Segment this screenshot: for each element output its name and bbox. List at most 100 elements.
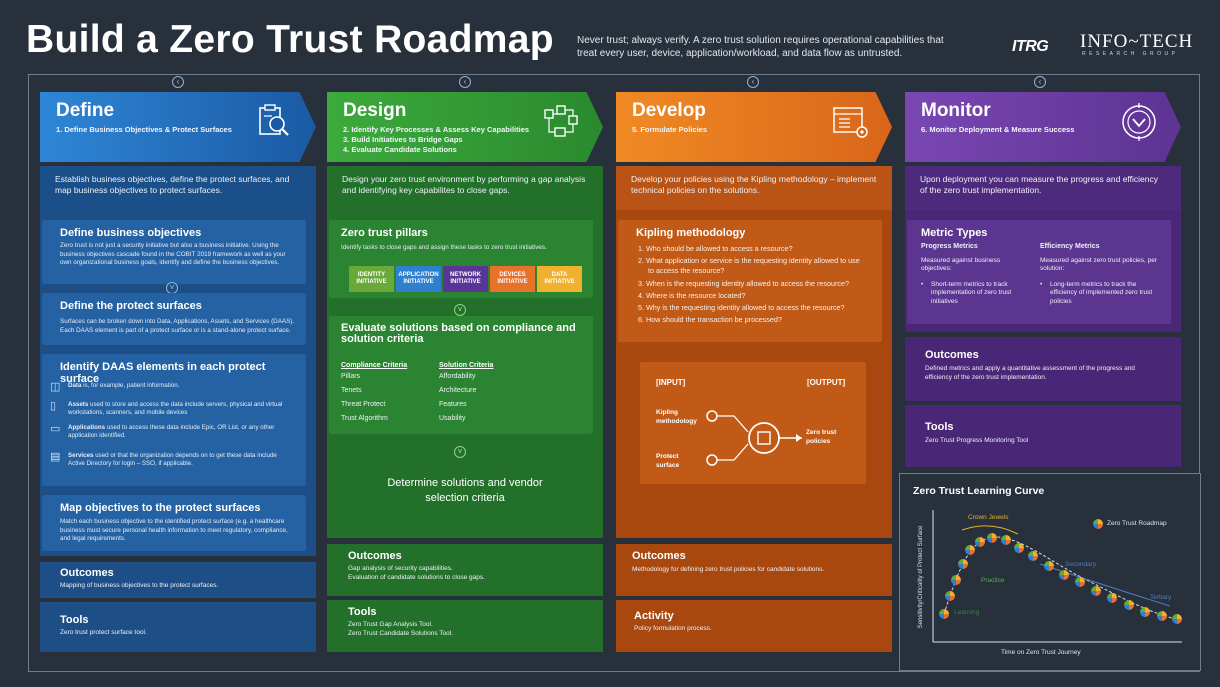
monitor-target-icon — [1122, 103, 1156, 141]
compliance-header: Compliance Criteria — [341, 362, 408, 369]
label-practice: Practice — [981, 577, 1005, 584]
monitor-steps: 6. Monitor Deployment & Measure Success — [921, 125, 1075, 134]
tools-text: Zero Trust Progress Monitoring Tool — [925, 437, 1029, 444]
progress-bullet-text: Short-term metrics to track implementati… — [931, 280, 1012, 305]
outcomes-text: Mapping of business objectives to the pr… — [60, 582, 219, 589]
define-map-card: Map objectives to the protect surfaces M… — [42, 495, 306, 551]
define-steps: 1. Define Business Objectives & Protect … — [56, 125, 232, 134]
curve-legend: Zero Trust Roadmap — [1107, 520, 1167, 527]
label-secondary: Secondary — [1065, 561, 1097, 568]
curve-point — [1059, 570, 1069, 580]
design-intro: Design your zero trust environment by pe… — [327, 166, 603, 210]
daas-item-text: used to store and access the data includ… — [68, 401, 283, 417]
monitor-column: Monitor 6. Monitor Deployment & Measure … — [905, 92, 1181, 472]
daas-item: ▭Applications used to access these data … — [50, 424, 290, 441]
efficiency-metrics: Efficiency Metrics Measured against zero… — [1040, 243, 1160, 306]
design-tools: Tools Zero Trust Gap Analysis Tool. Zero… — [327, 600, 603, 652]
learning-curve-chart — [932, 510, 1182, 643]
efficiency-bullet: •Long-term metrics to track the efficien… — [1040, 281, 1160, 307]
design-header: Design 2. Identify Key Processes & Asses… — [327, 92, 603, 162]
outcomes-text: Defined metrics and apply a quantitative… — [925, 365, 1135, 381]
solution-header: Solution Criteria — [439, 362, 494, 369]
design-step-4: 4. Evaluate Candidate Solutions — [343, 145, 457, 154]
curve-point — [1075, 577, 1085, 587]
daas-item: ▯Assets used to store and access the dat… — [50, 401, 290, 418]
input-protect-surface: Protect surface — [656, 453, 680, 469]
data-icon: ◫ — [50, 381, 61, 393]
outcomes-title: Outcomes — [60, 567, 114, 579]
monitor-tools: Tools Zero Trust Progress Monitoring Too… — [905, 405, 1181, 467]
clipboard-search-icon — [259, 104, 289, 136]
develop-header: Develop 5. Formulate Policies — [616, 92, 892, 162]
develop-column: Develop 5. Formulate Policies Develop yo… — [616, 92, 892, 674]
design-column: Design 2. Identify Key Processes & Asses… — [327, 92, 603, 674]
input-kipling: Kipling methodology — [656, 409, 697, 425]
card-text: Zero trust is not just a security initia… — [60, 242, 286, 266]
outcomes-text: Evaluation of candidate solutions to clo… — [348, 573, 485, 581]
progress-metrics: Progress Metrics Measured against busine… — [921, 243, 1029, 306]
card-title: Define business objectives — [60, 227, 202, 239]
label-tertiary: Tertiary — [1150, 594, 1172, 601]
develop-outcomes: Outcomes Methodology for defining zero t… — [616, 544, 892, 596]
kipling-question: 4. Where is the resource located? — [638, 291, 746, 300]
applications-icon: ▭ — [50, 423, 61, 435]
card-text: Surfaces can be broken down into Data, A… — [60, 318, 295, 334]
design-title: Design — [343, 100, 407, 121]
curve-point — [958, 559, 968, 569]
label-crown-jewels: Crown Jewels — [968, 514, 1009, 521]
daas-item: ◫Data is, for example, patient informati… — [50, 381, 290, 393]
curve-point — [1107, 593, 1117, 603]
curve-point — [1172, 614, 1182, 624]
daas-item-label: Data — [68, 382, 82, 389]
tools-text: Zero trust protect surface tool. — [60, 629, 147, 636]
criteria-item: Affordability — [439, 373, 476, 380]
page-title: Build a Zero Trust Roadmap — [26, 18, 554, 61]
card-title: Metric Types — [921, 227, 988, 239]
design-step-3: 3. Build Initiatives to Bridge Gaps — [343, 135, 463, 144]
processor-icon — [706, 410, 802, 466]
develop-title: Develop — [632, 100, 706, 121]
criteria-item: Features — [439, 401, 467, 408]
criteria-item: Architecture — [439, 387, 477, 394]
curve-point — [1124, 600, 1134, 610]
kipling-question: 2. What application or service is the re… — [638, 256, 860, 275]
tools-text: Zero Trust Candidate Solutions Tool. — [348, 629, 454, 637]
daas-item-label: Services — [68, 452, 94, 459]
learning-curve-panel: Zero Trust Learning Curve Zero Trust Roa… — [899, 473, 1201, 671]
curve-point — [975, 537, 985, 547]
monitor-title: Monitor — [921, 100, 991, 121]
curve-point — [1157, 611, 1167, 621]
bullet-icon: • — [921, 280, 924, 288]
criteria-item: Threat Protect — [341, 401, 386, 408]
curve-point — [1044, 561, 1054, 571]
outcomes-text: Gap analysis of security capabilities. — [348, 565, 453, 572]
chevron-down-icon: ‹ — [1034, 76, 1046, 88]
progress-bullet: • Short-term metrics to track implementat… — [921, 281, 1029, 307]
define-daas-card: Identify DAAS elements in each protect s… — [42, 354, 306, 486]
legend-icon — [1093, 519, 1103, 529]
card-title: Map objectives to the protect surfaces — [60, 502, 261, 514]
curve-point — [965, 545, 975, 555]
policy-gear-icon — [833, 107, 868, 138]
input-label: [INPUT] — [656, 378, 686, 387]
criteria-item: Trust Algorithm — [341, 415, 388, 422]
itrg-logo: ITRG — [1012, 38, 1049, 55]
card-title: Define the protect surfaces — [60, 300, 202, 312]
output-policies: Zero trust policies — [806, 429, 837, 445]
kipling-flow-diagram: [INPUT] [OUTPUT] Kipling methodology Pro… — [640, 362, 866, 484]
design-outcomes: Outcomes Gap analysis of security capabi… — [327, 544, 603, 596]
curve-point — [1140, 607, 1150, 617]
outcomes-text: Methodology for defining zero trust poli… — [632, 566, 825, 573]
pillar-tag: DEVICES INITIATIVE — [490, 266, 535, 292]
define-outcomes: Outcomes Mapping of business objectives … — [40, 562, 316, 598]
solution-criteria: Solution Criteria Affordability Architec… — [439, 362, 519, 426]
chevron-down-icon: ˅ — [454, 304, 466, 316]
chevron-down-icon: ˅ — [454, 446, 466, 458]
curve-point — [987, 533, 997, 543]
define-protect-surfaces-card: Define the protect surfaces Surfaces can… — [42, 293, 306, 345]
daas-item-label: Applications — [68, 424, 106, 431]
flowchart-icon — [544, 105, 578, 137]
curve-point — [951, 575, 961, 585]
progress-title: Progress Metrics — [921, 243, 978, 250]
design-step-2: 2. Identify Key Processes & Assess Key C… — [343, 125, 530, 134]
